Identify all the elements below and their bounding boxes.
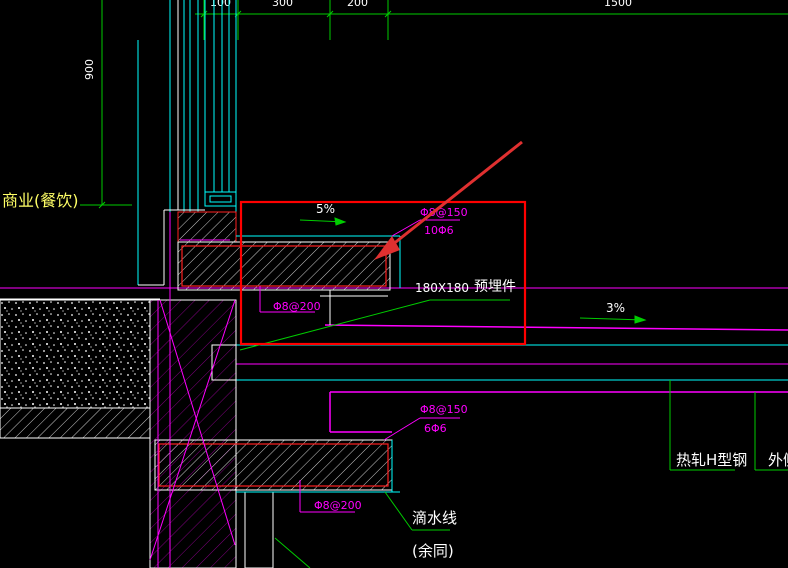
- rebar-lower-main: Φ8@150: [420, 403, 468, 416]
- dim-text-1500: 1500: [604, 0, 632, 9]
- column-slot: [244, 491, 274, 568]
- dim-text-300: 300: [272, 0, 293, 9]
- concrete-column: [149, 299, 237, 568]
- leader-lines: [239, 299, 788, 568]
- floor-slab-hatch: [0, 407, 151, 439]
- drip-line-note: (余同): [412, 542, 454, 560]
- rebar-upper-stirrup: Φ8@200: [273, 300, 321, 313]
- slope-arrows: [299, 217, 647, 324]
- dim-text-100: 100: [210, 0, 231, 9]
- rebar-upper-main: Φ8@150: [420, 206, 468, 219]
- dim-text-900: 900: [83, 59, 96, 80]
- steel-section-label: 热轧H型钢: [676, 451, 747, 469]
- rebar-lines: [149, 212, 460, 568]
- top-dimension-line: [195, 0, 788, 40]
- red-arrow-pointer: [374, 140, 523, 260]
- slope-lower-label: 3%: [606, 301, 625, 315]
- lower-canopy-slab: [154, 439, 400, 493]
- highlight-box: [239, 200, 527, 346]
- wall-white-lines: [138, 0, 205, 286]
- drip-line-label: 滴水线: [412, 509, 457, 527]
- floor-slab-stipple: [0, 299, 151, 409]
- dim-text-200: 200: [347, 0, 368, 9]
- reference-lines: [0, 287, 788, 433]
- rebar-lower-dist: 6Φ6: [424, 422, 447, 435]
- embed-part-label: 预埋件: [474, 279, 516, 295]
- rebar-upper-dist: 10Φ6: [424, 224, 454, 237]
- vertical-dimension-900: [80, 0, 132, 209]
- column-core: [211, 344, 237, 381]
- upper-canopy-slab: [177, 211, 401, 325]
- room-label: 商业(餐饮): [2, 191, 79, 210]
- outer-side-label: 外侧: [768, 451, 788, 469]
- slope-upper-label: 5%: [316, 202, 335, 216]
- window-frame-lines: [137, 0, 237, 285]
- embed-size-label: 180X180: [415, 281, 469, 295]
- rebar-lower-stirrup: Φ8@200: [314, 499, 362, 512]
